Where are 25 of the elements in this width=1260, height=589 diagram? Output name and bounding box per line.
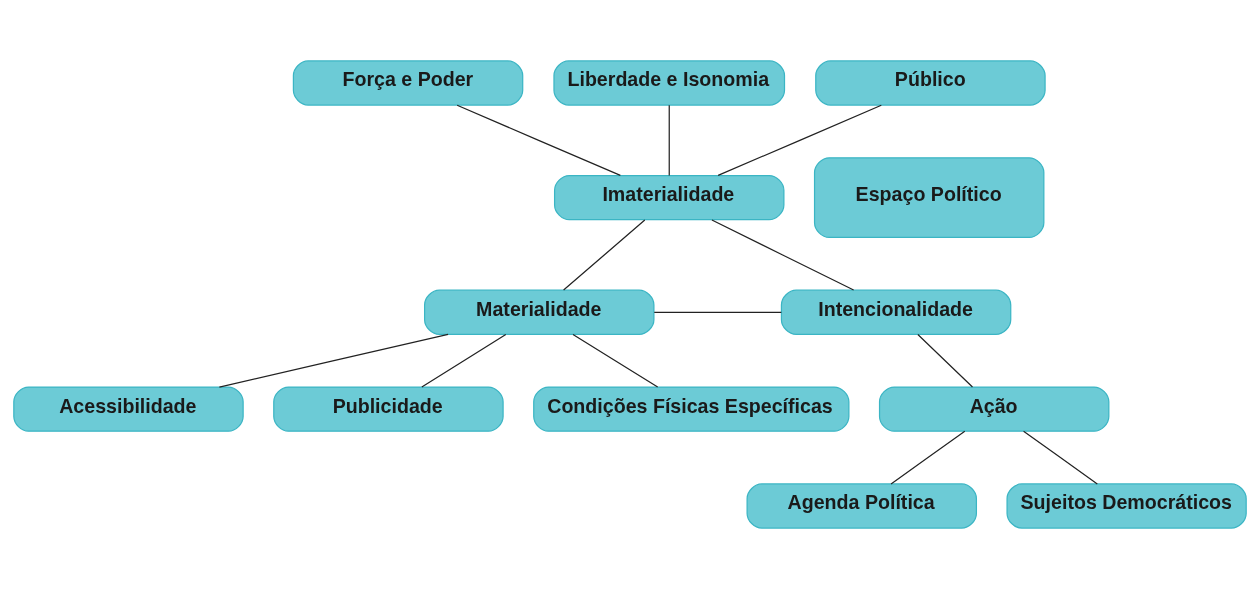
node-box: Espaço Político <box>813 157 1045 239</box>
node-box: Intencionalidade <box>780 289 1012 335</box>
connector <box>653 311 782 313</box>
node-box: Força e Poder <box>292 60 524 106</box>
connector <box>917 333 974 388</box>
connector <box>890 430 966 485</box>
node-box: Liberdade e Isonomia <box>553 60 786 106</box>
connector <box>668 104 670 176</box>
connector <box>572 333 659 388</box>
connector <box>218 333 449 388</box>
node-box: Ação <box>878 386 1110 432</box>
node-box: Materialidade <box>424 289 655 335</box>
connector <box>456 104 621 176</box>
connector <box>711 219 855 291</box>
node-box: Imaterialidade <box>553 174 785 221</box>
node-box: Publicidade <box>273 386 504 432</box>
node-box: Público <box>815 60 1046 106</box>
connector <box>1022 430 1098 485</box>
node-box: Acessibilidade <box>13 386 244 432</box>
node-box: Condições Físicas Específicas <box>533 386 850 432</box>
node-box: Agenda Política <box>746 483 978 529</box>
node-box: Sujeitos Democráticos <box>1006 483 1247 529</box>
connector <box>563 219 646 291</box>
connector <box>717 104 882 176</box>
connector <box>421 333 507 388</box>
